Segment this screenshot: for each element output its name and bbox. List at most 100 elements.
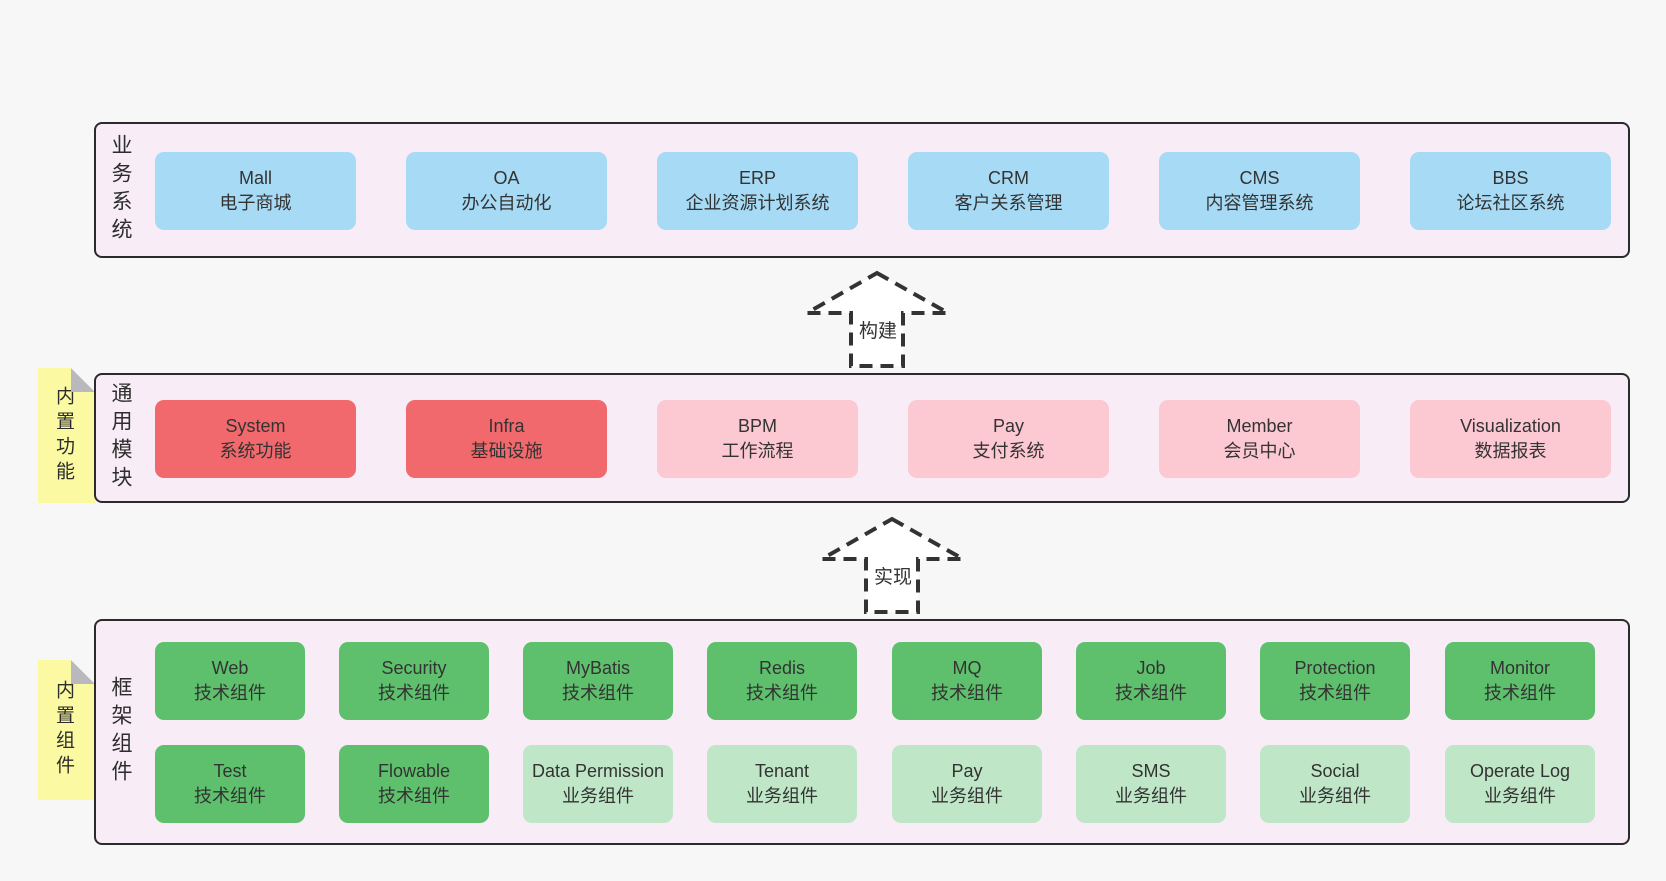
box-monitor: Monitor 技术组件 [1445, 642, 1595, 720]
box-member: Member 会员中心 [1159, 400, 1360, 478]
box-name: BPM [737, 416, 777, 436]
box-desc: 技术组件 [378, 683, 450, 703]
layer-title-text: 业务系统 [109, 134, 132, 246]
box-name: Tenant [754, 761, 810, 781]
box-name: ERP [738, 168, 776, 188]
box-desc: 会员中心 [1223, 441, 1296, 461]
dashed-up-arrow-build: 构建 [799, 264, 956, 368]
box-redis: Redis 技术组件 [707, 642, 857, 720]
box-name: Flowable [377, 761, 451, 781]
box-name: Job [1136, 658, 1166, 678]
box-desc: 客户关系管理 [954, 193, 1063, 213]
box-name: Member [1226, 416, 1293, 436]
box-infra: Infra 基础设施 [406, 400, 607, 478]
box-desc: 技术组件 [746, 683, 818, 703]
box-pay-component: Pay 业务组件 [892, 745, 1042, 823]
box-desc: 技术组件 [1484, 683, 1556, 703]
box-tenant: Tenant 业务组件 [707, 745, 857, 823]
box-mybatis: MyBatis 技术组件 [523, 642, 673, 720]
box-desc: 业务组件 [562, 786, 634, 806]
box-desc: 业务组件 [746, 786, 818, 806]
box-name: Mall [238, 168, 272, 188]
layer-business-systems: 业务系统 Mall 电子商城 OA 办公自动化 ERP 企业资源计划系统 CRM… [94, 122, 1630, 258]
box-oa: OA 办公自动化 [406, 152, 607, 230]
sticky-tag-built-in-features: 内置功能 [38, 368, 95, 503]
box-desc: 系统功能 [219, 441, 292, 461]
box-desc: 技术组件 [194, 786, 266, 806]
box-mq: MQ 技术组件 [892, 642, 1042, 720]
box-name: Web [211, 658, 249, 678]
box-name: Pay [951, 761, 983, 781]
box-data-permission: Data Permission 业务组件 [523, 745, 673, 823]
box-visualization: Visualization 数据报表 [1410, 400, 1611, 478]
box-desc: 业务组件 [931, 786, 1003, 806]
box-name: Test [213, 761, 247, 781]
sticky-tag-label: 内置组件 [53, 680, 74, 780]
box-name: MyBatis [565, 658, 630, 678]
box-job: Job 技术组件 [1076, 642, 1226, 720]
sticky-tag-label: 内置功能 [53, 385, 74, 486]
box-desc: 技术组件 [1115, 683, 1187, 703]
box-name: Redis [758, 658, 806, 678]
box-desc: 技术组件 [562, 683, 634, 703]
box-bpm: BPM 工作流程 [657, 400, 858, 478]
box-name: Security [381, 658, 447, 678]
box-desc: 企业资源计划系统 [685, 193, 830, 213]
box-desc: 技术组件 [378, 786, 450, 806]
box-name: OA [493, 168, 520, 188]
box-desc: 业务组件 [1484, 786, 1556, 806]
box-flowable: Flowable 技术组件 [339, 745, 489, 823]
layer-framework-components: 框架组件 Web 技术组件 Security 技术组件 MyBatis 技术组件… [94, 619, 1630, 845]
box-desc: 办公自动化 [461, 193, 552, 213]
dashed-up-arrow-implement: 实现 [814, 510, 971, 614]
layer-title-vertical: 通用模块 [109, 375, 132, 501]
layer-title-vertical: 框架组件 [109, 621, 132, 843]
arrow-label-implement: 实现 [870, 562, 916, 589]
box-name: CRM [988, 168, 1029, 188]
box-operate-log: Operate Log 业务组件 [1445, 745, 1595, 823]
box-bbs: BBS 论坛社区系统 [1410, 152, 1611, 230]
box-desc: 论坛社区系统 [1456, 193, 1565, 213]
box-crm: CRM 客户关系管理 [908, 152, 1109, 230]
box-desc: 技术组件 [1299, 683, 1371, 703]
box-sms: SMS 业务组件 [1076, 745, 1226, 823]
box-mall: Mall 电子商城 [155, 152, 356, 230]
box-desc: 技术组件 [931, 683, 1003, 703]
box-name: SMS [1131, 761, 1171, 781]
arrow-label-build: 构建 [855, 316, 901, 343]
layer-title-text: 通用模块 [109, 382, 132, 494]
box-name: Protection [1294, 658, 1376, 678]
box-web: Web 技术组件 [155, 642, 305, 720]
box-desc: 支付系统 [972, 441, 1045, 461]
box-name: Visualization [1460, 416, 1561, 436]
box-security: Security 技术组件 [339, 642, 489, 720]
box-name: Social [1310, 761, 1360, 781]
box-pay-module: Pay 支付系统 [908, 400, 1109, 478]
box-cms: CMS 内容管理系统 [1159, 152, 1360, 230]
box-name: Operate Log [1469, 761, 1571, 781]
box-name: Pay [992, 416, 1025, 436]
box-protection: Protection 技术组件 [1260, 642, 1410, 720]
box-name: Data Permission [531, 761, 665, 781]
box-system: System 系统功能 [155, 400, 356, 478]
box-test: Test 技术组件 [155, 745, 305, 823]
box-name: System [225, 416, 286, 436]
layer-title-text: 框架组件 [109, 676, 132, 788]
layer-common-modules: 通用模块 System 系统功能 Infra 基础设施 BPM 工作流程 Pay… [94, 373, 1630, 503]
box-desc: 业务组件 [1299, 786, 1371, 806]
box-name: Infra [488, 416, 525, 436]
box-name: Monitor [1489, 658, 1551, 678]
box-name: BBS [1492, 168, 1529, 188]
folded-corner-icon [71, 368, 95, 392]
box-desc: 内容管理系统 [1205, 193, 1314, 213]
box-erp: ERP 企业资源计划系统 [657, 152, 858, 230]
box-social: Social 业务组件 [1260, 745, 1410, 823]
box-name: MQ [952, 658, 982, 678]
box-desc: 工作流程 [721, 441, 794, 461]
layer-title-vertical: 业务系统 [109, 124, 132, 256]
box-desc: 基础设施 [470, 441, 543, 461]
box-desc: 电子商城 [219, 193, 292, 213]
box-desc: 业务组件 [1115, 786, 1187, 806]
folded-corner-icon [71, 660, 95, 684]
